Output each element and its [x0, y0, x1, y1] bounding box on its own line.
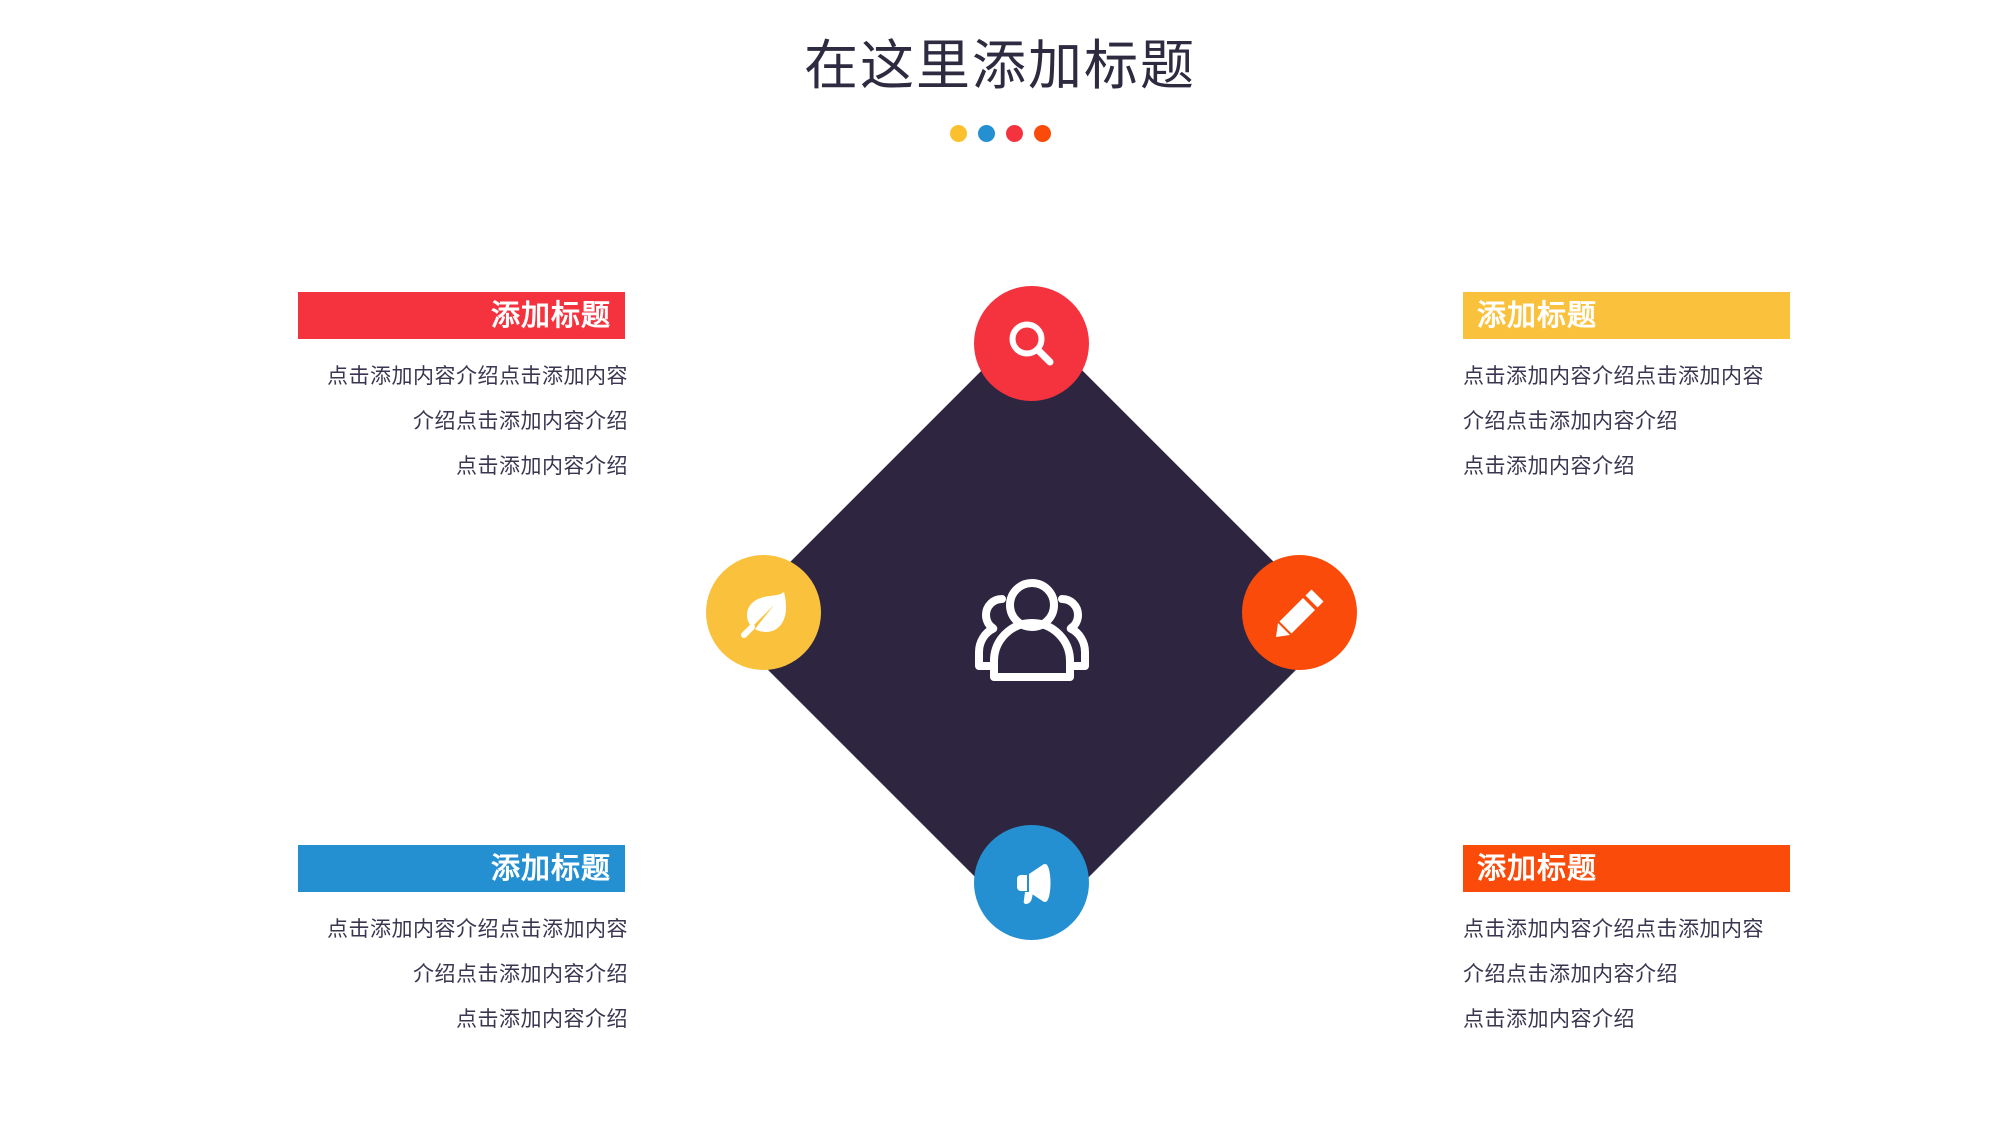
body-line: 点击添加内容介绍	[456, 1008, 628, 1031]
page-title: 在这里添加标题	[804, 36, 1196, 96]
content-block-bottom-right: 添加标题 点击添加内容介绍点击添加内容 介绍点击添加内容介绍 点击添加内容介绍	[1463, 845, 1793, 1042]
banner-bottom-left[interactable]: 添加标题	[298, 845, 625, 892]
leaf-icon	[740, 591, 786, 638]
content-block-top-left: 添加标题 点击添加内容介绍点击添加内容 介绍点击添加内容介绍 点击添加内容介绍	[298, 292, 628, 489]
decorative-dot-row	[0, 125, 2000, 142]
banner-label-bottom-right: 添加标题	[1477, 852, 1598, 885]
body-line: 点击添加内容介绍	[456, 455, 628, 478]
body-line: 点击添加内容介绍点击添加内容	[327, 365, 628, 388]
body-line: 点击添加内容介绍	[1463, 455, 1635, 478]
body-line: 点击添加内容介绍点击添加内容	[327, 918, 628, 941]
banner-top-right[interactable]: 添加标题	[1463, 292, 1790, 339]
body-line: 点击添加内容介绍点击添加内容	[1463, 365, 1764, 388]
content-block-bottom-left: 添加标题 点击添加内容介绍点击添加内容 介绍点击添加内容介绍 点击添加内容介绍	[298, 845, 628, 1042]
dot-blue-icon	[977, 125, 995, 142]
center-diagram	[700, 280, 1360, 1000]
body-line: 介绍点击添加内容介绍	[413, 410, 628, 433]
dot-yellow-icon	[949, 125, 967, 142]
body-text-top-left: 点击添加内容介绍点击添加内容 介绍点击添加内容介绍 点击添加内容介绍	[298, 354, 628, 489]
body-text-bottom-left: 点击添加内容介绍点击添加内容 介绍点击添加内容介绍 点击添加内容介绍	[298, 907, 628, 1042]
body-line: 介绍点击添加内容介绍	[1463, 410, 1678, 433]
dot-orange-icon	[1033, 125, 1051, 142]
users-group-icon	[952, 565, 1112, 689]
body-text-top-right: 点击添加内容介绍点击添加内容 介绍点击添加内容介绍 点击添加内容介绍	[1463, 354, 1793, 489]
node-right-pencil[interactable]	[1242, 555, 1357, 670]
banner-bottom-right[interactable]: 添加标题	[1463, 845, 1790, 892]
body-text-bottom-right: 点击添加内容介绍点击添加内容 介绍点击添加内容介绍 点击添加内容介绍	[1463, 907, 1793, 1042]
banner-label-top-right: 添加标题	[1477, 299, 1598, 332]
dot-red-icon	[1005, 125, 1023, 142]
banner-label-top-left: 添加标题	[490, 299, 611, 332]
banner-top-left[interactable]: 添加标题	[298, 292, 625, 339]
content-block-top-right: 添加标题 点击添加内容介绍点击添加内容 介绍点击添加内容介绍 点击添加内容介绍	[1463, 292, 1793, 489]
node-left-leaf[interactable]	[706, 555, 821, 670]
body-line: 点击添加内容介绍点击添加内容	[1463, 918, 1764, 941]
node-top-search[interactable]	[974, 286, 1089, 401]
body-line: 点击添加内容介绍	[1463, 1008, 1635, 1031]
banner-label-bottom-left: 添加标题	[490, 852, 611, 885]
pencil-icon	[1275, 589, 1323, 637]
body-line: 介绍点击添加内容介绍	[1463, 963, 1678, 986]
slide-header: 在这里添加标题	[0, 0, 2000, 170]
body-line: 介绍点击添加内容介绍	[413, 963, 628, 986]
node-bottom-megaphone[interactable]	[974, 825, 1089, 940]
megaphone-icon	[1016, 863, 1050, 904]
search-icon	[1009, 321, 1053, 365]
